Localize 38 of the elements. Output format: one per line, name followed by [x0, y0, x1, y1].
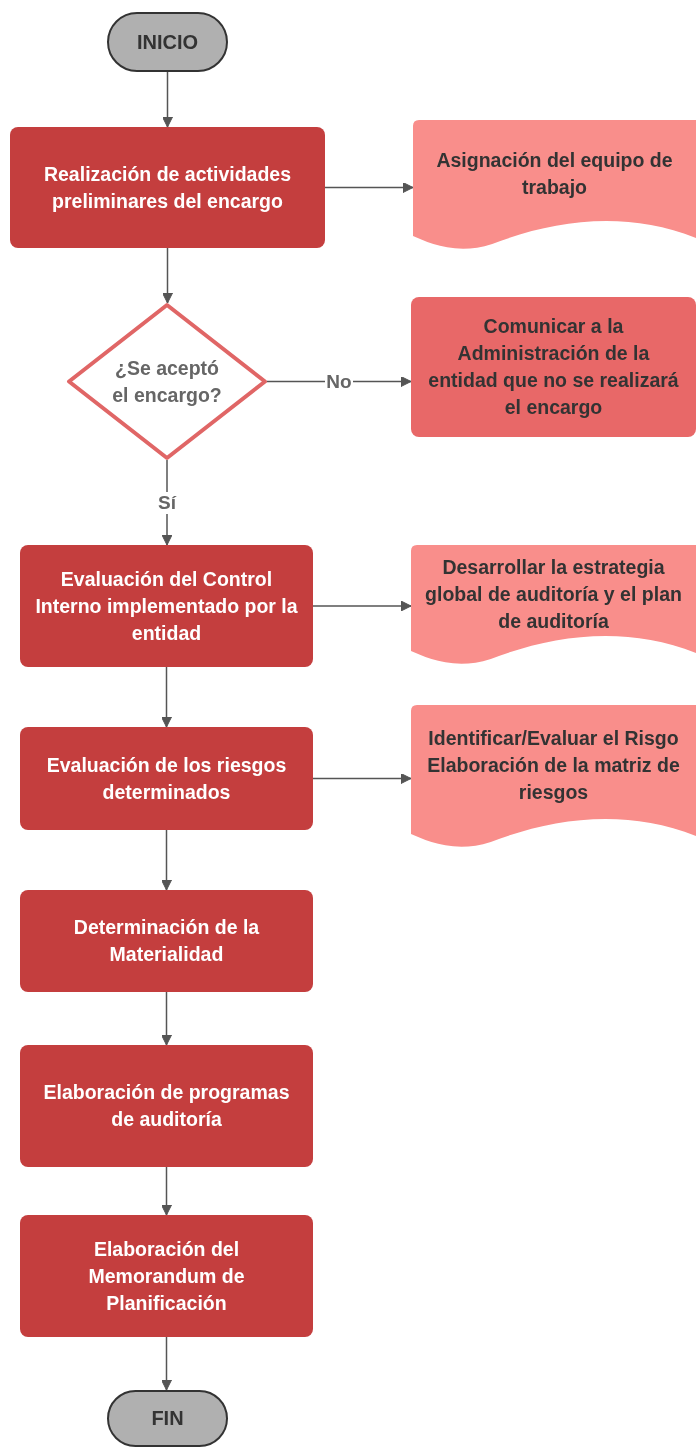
node-text: Desarrollar la estrategia global de auditoría y el plan de auditoría [424, 554, 683, 634]
node-text: Evaluación del Control Interno implementado por la entidad [34, 566, 299, 646]
node-text: ¿Se aceptó el encargo? [111, 355, 223, 408]
arrow [161, 1166, 172, 1216]
process-box [411, 297, 696, 437]
arrow [161, 666, 172, 728]
node-text: Evaluación de los riesgos determinados [45, 752, 288, 805]
process-box [20, 890, 313, 992]
process-box [20, 1045, 313, 1167]
arrow [162, 71, 173, 128]
document-shape [413, 120, 696, 250]
edge-label: Sí [157, 491, 177, 514]
node-text: Realización de actividades preliminares del encargo [42, 161, 293, 214]
document-shape [411, 545, 696, 665]
node-text: Elaboración de la matriz de riesgos [426, 753, 681, 805]
node-text: Elaboración del Memorandum de Planificación [87, 1236, 246, 1316]
terminal-box [107, 1390, 228, 1447]
document-shape [411, 705, 696, 848]
arrow [161, 1336, 172, 1391]
arrow [161, 991, 172, 1046]
node-text: Identificar/Evaluar el Risgo [428, 726, 679, 751]
node-text: Comunicar a la Administración de la entidad que no se realizará el encargo [427, 314, 680, 420]
node-text: Elaboración de programas de auditoría [42, 1080, 291, 1132]
arrow [161, 829, 172, 891]
node-text: INICIO [136, 29, 199, 55]
node-text: Asignación del equipo de trabajo [435, 148, 674, 200]
process-box [20, 727, 313, 830]
arrow [162, 247, 173, 304]
process-box [20, 1215, 313, 1337]
decision-diamond [67, 303, 267, 460]
terminal-box [107, 12, 228, 72]
node-text: Determinación de la Materialidad [72, 915, 261, 967]
arrow [312, 600, 412, 612]
node-text: FIN [151, 1406, 184, 1431]
process-box [10, 127, 325, 248]
arrow [324, 182, 414, 193]
arrow [312, 773, 412, 784]
process-box [20, 545, 313, 667]
